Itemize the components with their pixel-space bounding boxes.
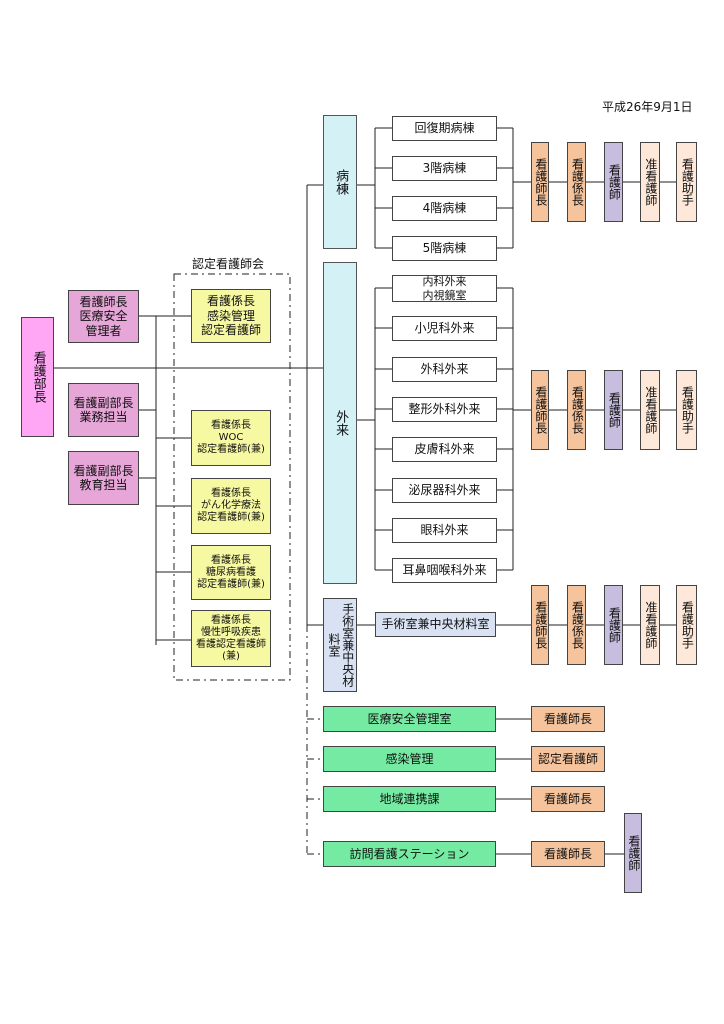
committee-member-respiratory: 看護係長 慢性呼吸疾患 看護認定看護師 (兼) (191, 610, 271, 667)
department-extra-staff: 看護師 (624, 813, 642, 893)
date-label: 平成26年9月1日 (602, 100, 693, 114)
committee-title: 認定看護師会 (192, 257, 265, 271)
deputy-operations-box: 看護副部長 業務担当 (68, 383, 139, 437)
staff-nurse-aide: 看護助手 (676, 370, 697, 450)
ward-unit: 5階病棟 (392, 236, 497, 261)
staff-assistant-nurse: 准看護師 (640, 585, 660, 665)
outpatient-unit: 小児科外来 (392, 316, 497, 341)
deputy-safety-box: 看護師長 医療安全 管理者 (68, 290, 139, 343)
outpatient-unit: 外科外来 (392, 357, 497, 382)
division-ward: 病棟 (323, 115, 357, 249)
staff-nurse: 看護師 (604, 585, 623, 665)
department-box: 感染管理 (323, 746, 496, 772)
outpatient-unit: 皮膚科外来 (392, 437, 497, 462)
ward-unit: 3階病棟 (392, 156, 497, 181)
staff-nurse: 看護師 (604, 370, 623, 450)
staff-assistant-nurse: 准看護師 (640, 370, 660, 450)
staff-nurse-aide: 看護助手 (676, 585, 697, 665)
department-staff: 看護師長 (531, 706, 605, 732)
staff-chief-nurse: 看護係長 (567, 585, 586, 665)
department-box: 医療安全管理室 (323, 706, 496, 732)
ward-unit: 4階病棟 (392, 196, 497, 221)
surgery-unit: 手術室兼中央材料室 (375, 612, 496, 637)
outpatient-unit: 整形外科外来 (392, 397, 497, 422)
department-box: 訪問看護ステーション (323, 841, 496, 867)
staff-head-nurse: 看護師長 (531, 370, 549, 450)
outpatient-unit: 耳鼻咽喉科外来 (392, 558, 497, 583)
department-staff: 看護師長 (531, 786, 605, 812)
outpatient-unit: 眼科外来 (392, 518, 497, 543)
committee-member-diabetes: 看護係長 糖尿病看護 認定看護師(兼) (191, 545, 271, 600)
outpatient-unit: 内科外来 内視鏡室 (392, 275, 497, 302)
staff-head-nurse: 看護師長 (531, 142, 549, 222)
ward-unit: 回復期病棟 (392, 116, 497, 141)
department-staff: 看護師長 (531, 841, 605, 867)
department-box: 地域連携課 (323, 786, 496, 812)
staff-assistant-nurse: 准看護師 (640, 142, 660, 222)
staff-chief-nurse: 看護係長 (567, 142, 586, 222)
staff-chief-nurse: 看護係長 (567, 370, 586, 450)
staff-nurse-aide: 看護助手 (676, 142, 697, 222)
director-box: 看護部長 (21, 317, 54, 437)
staff-head-nurse: 看護師長 (531, 585, 549, 665)
division-surgery: 手術室兼中央材料室 (323, 598, 357, 692)
department-staff: 認定看護師 (531, 746, 605, 772)
committee-member-chemo: 看護係長 がん化学療法 認定看護師(兼) (191, 478, 271, 534)
deputy-education-box: 看護副部長 教育担当 (68, 451, 139, 505)
division-outpatient: 外来 (323, 262, 357, 584)
committee-member-woc: 看護係長 WOC 認定看護師(兼) (191, 410, 271, 466)
committee-member-infection: 看護係長 感染管理 認定看護師 (191, 289, 271, 343)
outpatient-unit: 泌尿器科外来 (392, 478, 497, 503)
staff-nurse: 看護師 (604, 142, 623, 222)
